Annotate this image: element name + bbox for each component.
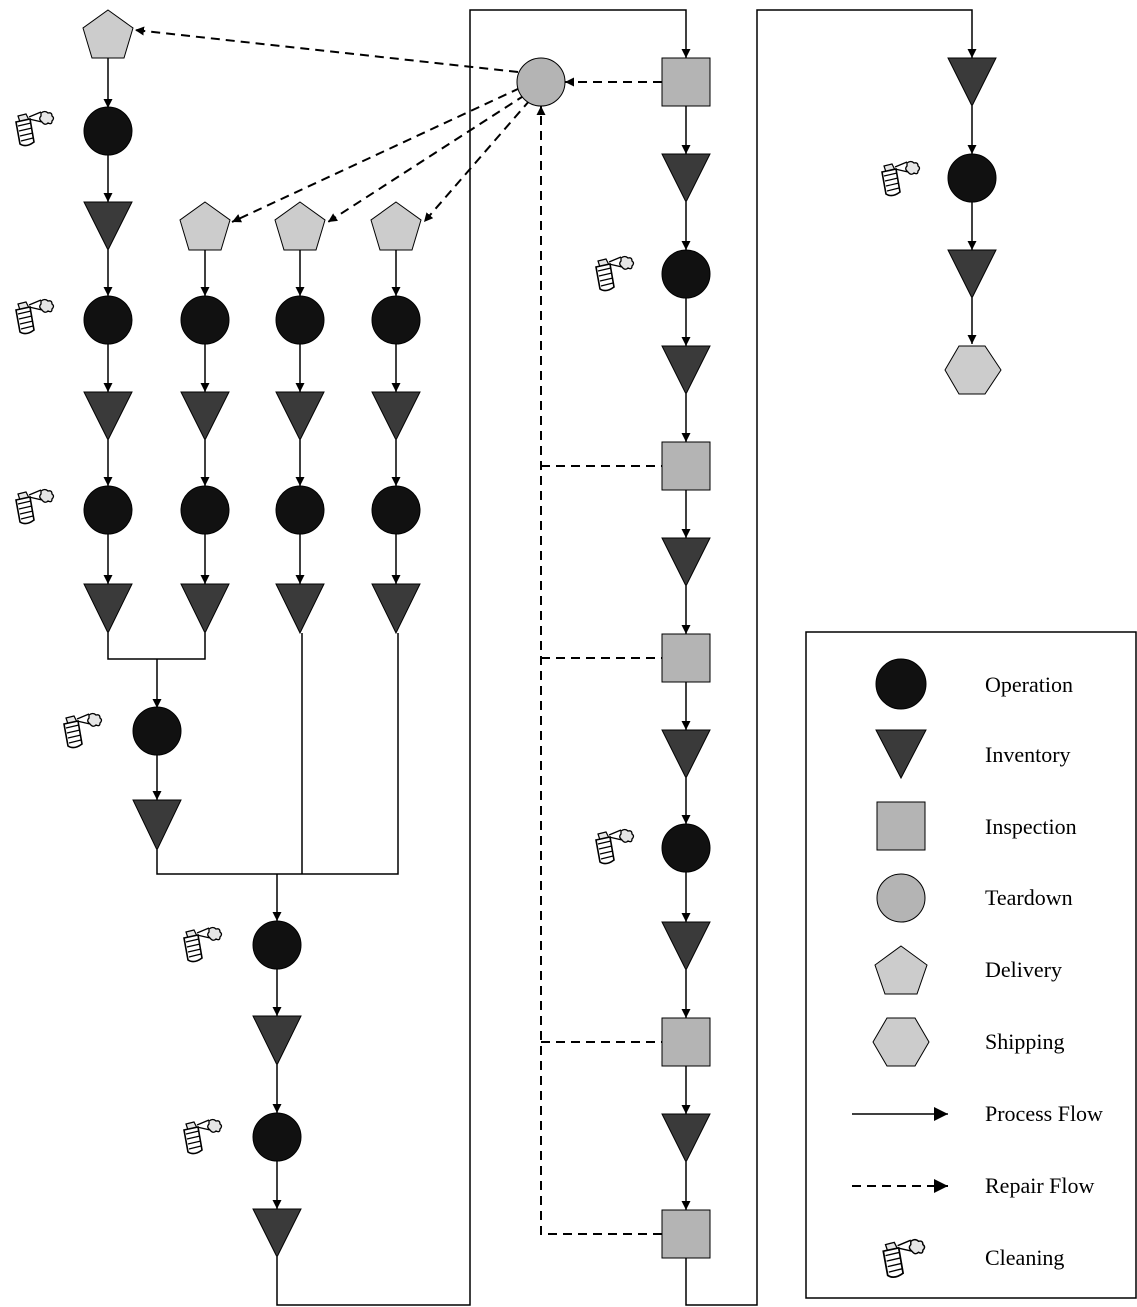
legend-repair-flow-label: Repair Flow (985, 1173, 1094, 1198)
legend-box (805, 631, 1137, 1299)
inventory-nodes (83, 57, 997, 1259)
legend-cleaning-label: Cleaning (985, 1245, 1064, 1270)
cleaning-icons (15, 110, 921, 1155)
legend-inspection-symbol (876, 801, 926, 851)
delivery-node (179, 201, 231, 251)
legend-delivery-label: Delivery (985, 957, 1062, 982)
legend-teardown-label: Teardown (985, 885, 1073, 910)
legend-shipping-label: Shipping (985, 1029, 1064, 1054)
spray-can-icon (595, 255, 635, 292)
inspection-nodes (661, 57, 711, 1259)
delivery-node (274, 201, 326, 251)
legend-operation-label: Operation (985, 672, 1073, 697)
legend-operation-symbol (875, 658, 927, 710)
delivery-node (82, 9, 134, 59)
spray-can-icon (15, 488, 55, 525)
spray-can-icon (15, 298, 55, 335)
legend-delivery-symbol (874, 945, 928, 995)
legend-inspection-label: Inspection (985, 814, 1077, 839)
delivery-node (370, 201, 422, 251)
spray-can-icon (63, 712, 103, 749)
spray-can-icon (183, 1118, 223, 1155)
spray-can-icon (595, 828, 635, 865)
spray-can-icon (183, 926, 223, 963)
legend-inventory-symbol (875, 729, 927, 780)
legend-inventory-label: Inventory (985, 742, 1071, 767)
legend-process-flow-label: Process Flow (985, 1101, 1103, 1126)
spray-can-icon (881, 160, 921, 197)
shipping-node (944, 345, 1002, 395)
legend-shipping-symbol (872, 1017, 930, 1067)
process-arrows (103, 28, 977, 1210)
spray-can-icon (15, 110, 55, 147)
legend-teardown-symbol (876, 873, 926, 923)
process-connectors (107, 9, 973, 1306)
legend: Operation Inventory Inspection Teardown … (805, 631, 1137, 1299)
repair-flow-lines (134, 26, 662, 1235)
teardown-node (516, 57, 566, 107)
operation-nodes (83, 106, 997, 1162)
